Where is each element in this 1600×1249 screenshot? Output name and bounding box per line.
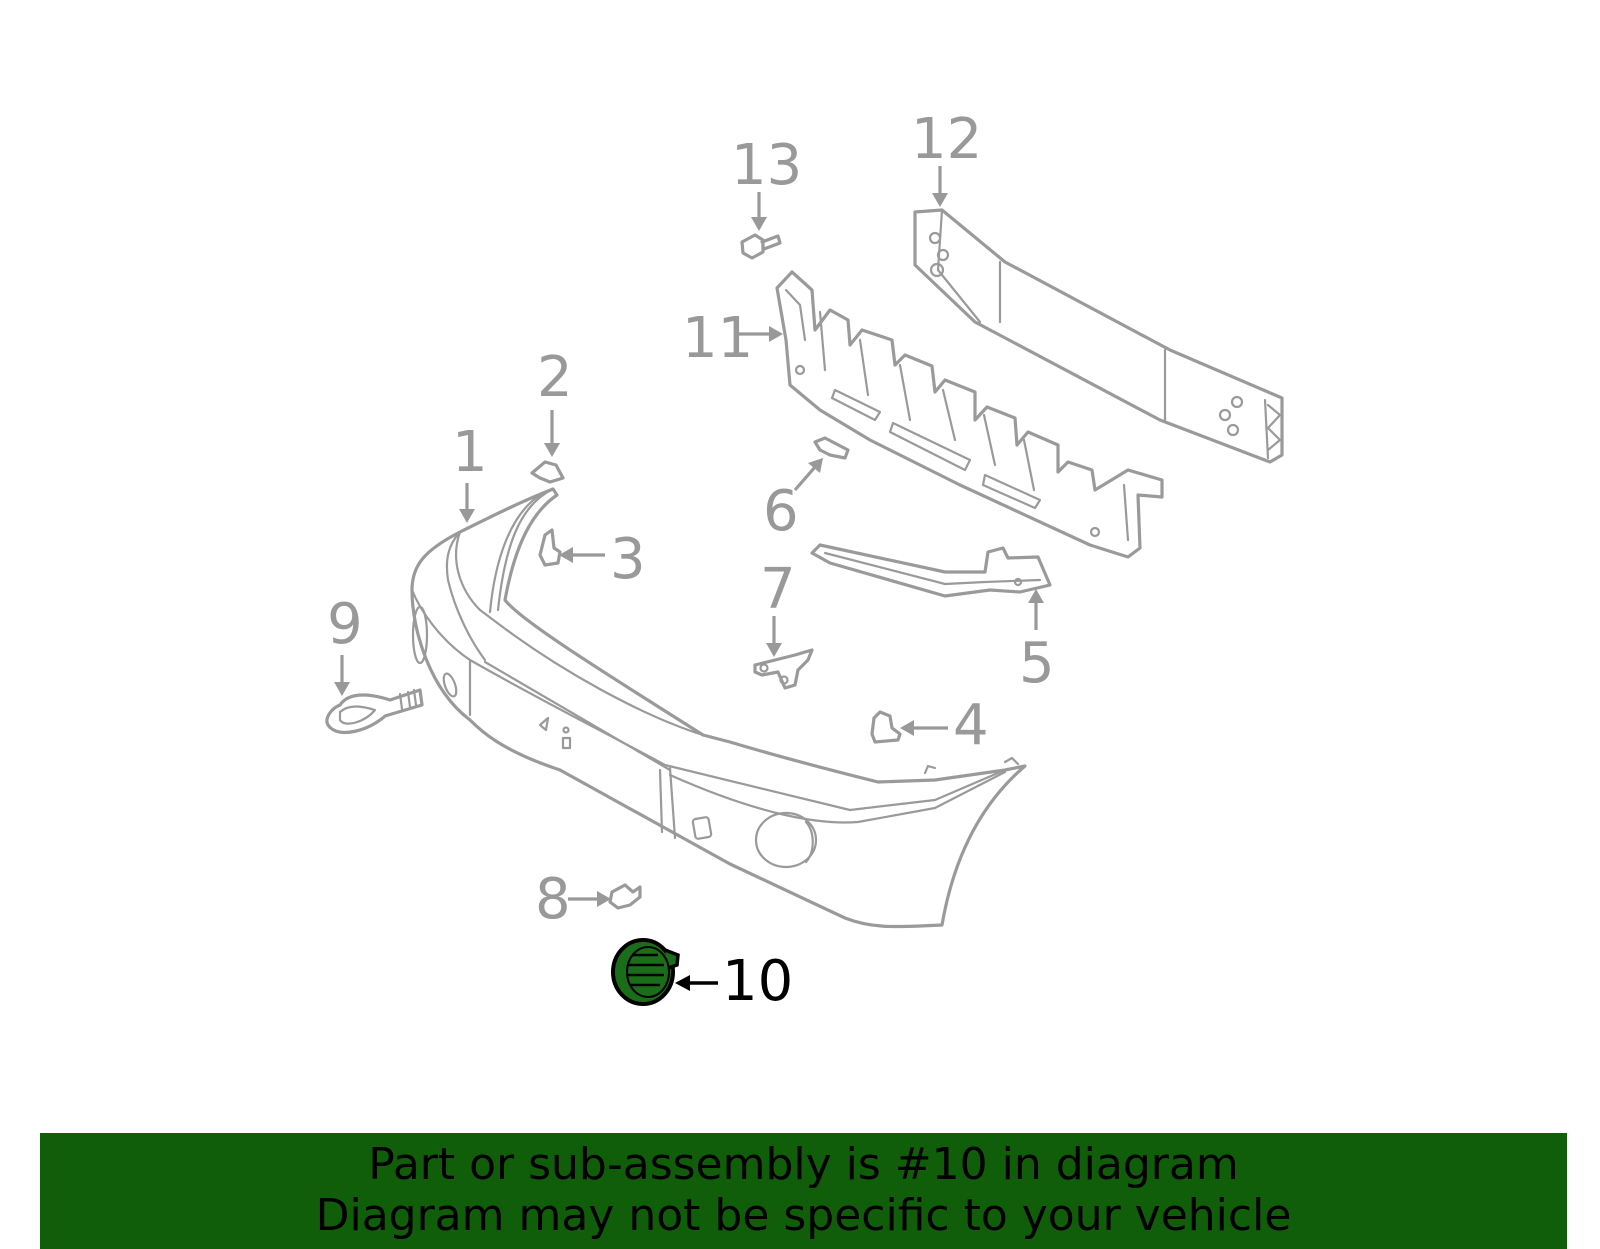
callout-1: 1 bbox=[452, 420, 488, 523]
svg-text:11: 11 bbox=[682, 306, 753, 371]
part-5-bracket[interactable] bbox=[810, 543, 1052, 598]
part-8-pin[interactable] bbox=[608, 883, 642, 910]
svg-text:5: 5 bbox=[1019, 631, 1055, 696]
part-13-bolt[interactable] bbox=[740, 233, 782, 260]
svg-text:2: 2 bbox=[537, 345, 573, 410]
part-6-clip[interactable] bbox=[813, 436, 850, 460]
callout-5: 5 bbox=[1019, 589, 1055, 696]
part-2-clip[interactable] bbox=[530, 460, 565, 484]
part-9-tow-hook[interactable] bbox=[325, 688, 424, 735]
part-11-absorber[interactable] bbox=[775, 270, 1164, 559]
callout-13: 13 bbox=[731, 133, 802, 231]
callout-11: 11 bbox=[682, 306, 783, 371]
svg-text:8: 8 bbox=[535, 867, 571, 932]
svg-text:9: 9 bbox=[327, 592, 363, 657]
svg-text:4: 4 bbox=[953, 693, 989, 758]
callout-8: 8 bbox=[535, 867, 611, 932]
part-4-retainer[interactable] bbox=[870, 710, 902, 744]
callout-6: 6 bbox=[763, 458, 823, 544]
banner-line-2: Diagram may not be specific to your vehi… bbox=[315, 1190, 1292, 1241]
callout-12: 12 bbox=[911, 107, 982, 207]
part-10-highlighted[interactable] bbox=[611, 938, 680, 1006]
part-7-bracket[interactable] bbox=[753, 648, 814, 690]
part-3-screw[interactable] bbox=[538, 528, 562, 567]
info-banner: Part or sub-assembly is #10 in diagram D… bbox=[40, 1133, 1567, 1249]
callout-3: 3 bbox=[559, 527, 646, 592]
callout-9: 9 bbox=[327, 592, 363, 696]
svg-text:6: 6 bbox=[763, 479, 799, 544]
part-1-bumper-cover[interactable] bbox=[410, 487, 1027, 929]
callout-4: 4 bbox=[900, 693, 989, 758]
svg-text:3: 3 bbox=[610, 527, 646, 592]
svg-text:10: 10 bbox=[722, 949, 793, 1014]
svg-text:13: 13 bbox=[731, 133, 802, 198]
callout-10: 10 bbox=[675, 949, 793, 1014]
svg-text:12: 12 bbox=[911, 107, 982, 172]
callout-7: 7 bbox=[760, 557, 796, 657]
banner-line-1: Part or sub-assembly is #10 in diagram bbox=[368, 1139, 1239, 1190]
svg-text:1: 1 bbox=[452, 420, 488, 485]
callout-2: 2 bbox=[537, 345, 573, 457]
part-12-reinforcement[interactable] bbox=[913, 208, 1284, 464]
svg-text:7: 7 bbox=[760, 557, 796, 622]
